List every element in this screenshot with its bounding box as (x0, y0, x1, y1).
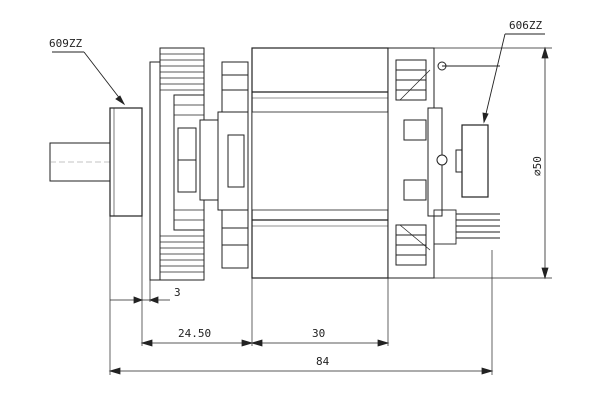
dimension-30 (250, 339, 390, 347)
leader-606zz (482, 33, 545, 124)
end-cap (387, 47, 448, 279)
dimension-diameter-label: ∅50 (531, 156, 544, 176)
dimension-24-50-label: 24.50 (178, 327, 211, 340)
dimension-diameter (392, 46, 552, 280)
fan (159, 47, 223, 281)
dimension-84 (108, 367, 494, 375)
label-606zz: 606ZZ (509, 19, 542, 32)
flange-plate (149, 61, 161, 281)
dimension-84-label: 84 (316, 355, 330, 368)
stator (251, 47, 389, 279)
lead-wires (433, 65, 500, 245)
label-609zz: 609ZZ (49, 37, 82, 50)
rotor-winding (217, 61, 249, 269)
dimension-30-label: 30 (312, 327, 325, 340)
dimension-24-50 (140, 339, 254, 347)
bearing-609zz (109, 107, 143, 217)
leader-609zz (52, 51, 126, 106)
bearing-606zz (461, 124, 489, 198)
dimension-3-label: 3 (174, 286, 181, 299)
dimension-3 (110, 296, 170, 304)
extension-lines (109, 216, 493, 375)
fan-fins (160, 53, 204, 273)
